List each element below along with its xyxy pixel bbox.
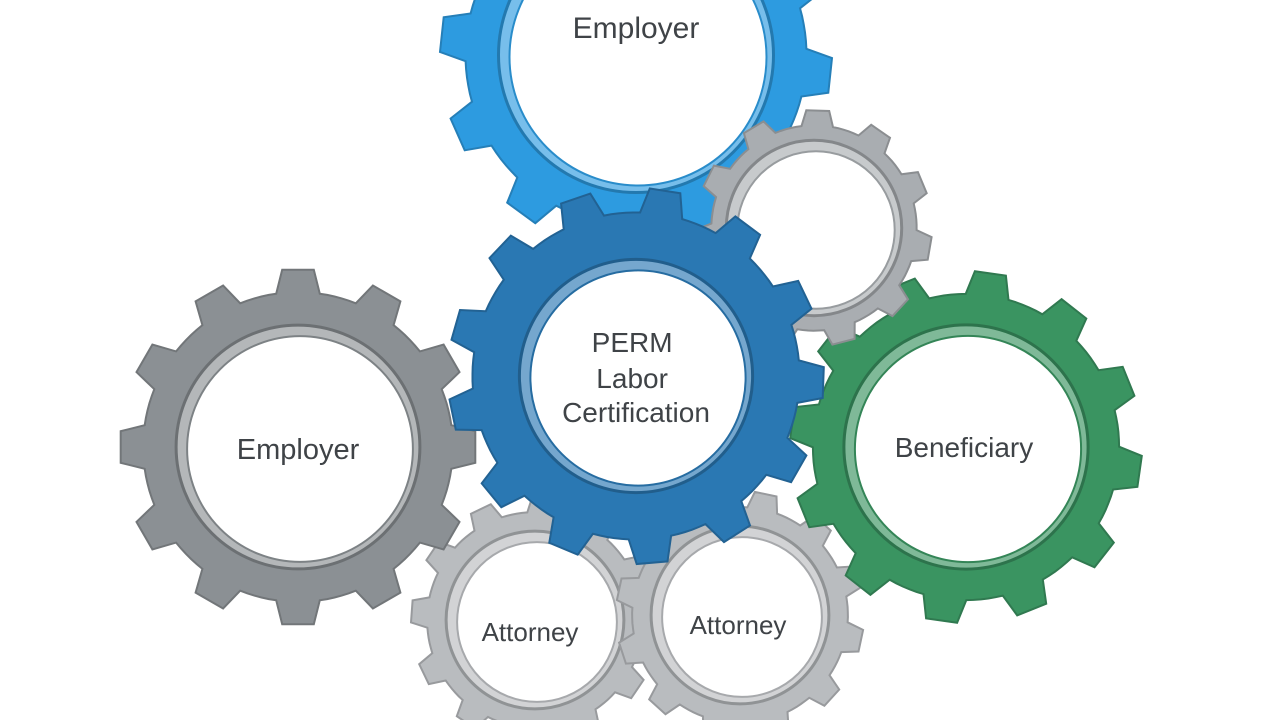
gear-attorney-left-hole [456,541,618,703]
gear-attorney-right: Attorney [615,490,865,720]
gear-employer-left-label: Employer [237,434,360,466]
gear-beneficiary-hole [853,334,1083,564]
gear-center-perm-label-line-1: PERM [592,327,673,358]
gear-employer-top-label: Employer [573,12,700,45]
gear-employer-left-hole [186,335,414,563]
gear-attorney-left: Attorney [409,494,661,720]
gear-attorney-left-label: Attorney [482,617,579,647]
gear-employer-left: Employer [119,268,477,626]
gear-employer-top-hole [508,0,768,187]
gear-attorney-right-hole [661,536,823,698]
gear-center-perm-hole [529,269,747,487]
gear-center-perm-label-line-2: Labor [596,363,668,394]
gear-beneficiary-label: Beneficiary [895,432,1034,463]
gear-center-perm-label: PERM Labor Certification [562,327,710,428]
gear-beneficiary: Beneficiary [789,270,1143,624]
gear-center-perm: PERM Labor Certification [448,187,825,566]
gear-center-perm-label-line-3: Certification [562,397,710,428]
gear-attorney-right-label: Attorney [690,610,787,640]
